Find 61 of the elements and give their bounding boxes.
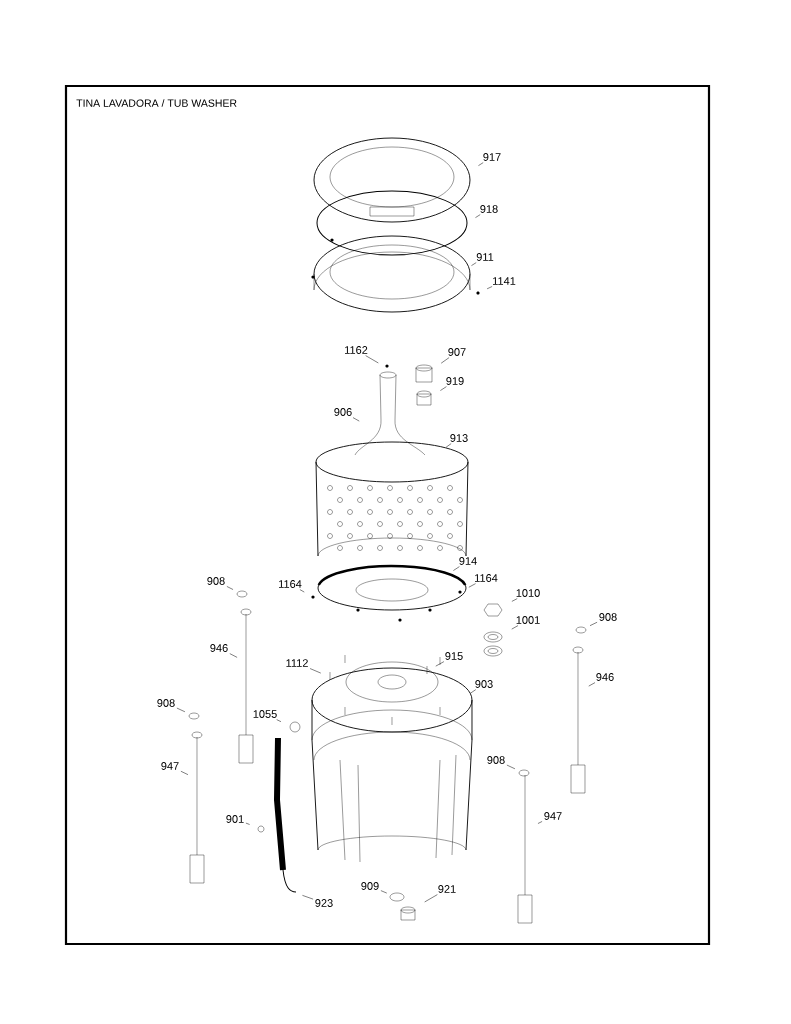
- leader-line: [309, 668, 322, 674]
- callout-number: 907: [448, 348, 466, 356]
- callout-number: 1164: [475, 574, 498, 582]
- callout-number: 909: [361, 882, 379, 890]
- leader-line: [440, 386, 447, 391]
- callout-number: 914: [459, 557, 477, 565]
- callout-number: 906: [334, 408, 352, 416]
- callout-number: 913: [450, 434, 468, 442]
- callout-number: 946: [596, 673, 614, 681]
- callout-number: 921: [438, 885, 456, 893]
- leader-line: [537, 821, 543, 824]
- callout-number: 1055: [253, 710, 277, 718]
- callout-number: 1010: [516, 589, 540, 597]
- leader-line: [380, 890, 388, 894]
- leader-line: [589, 622, 598, 626]
- leader-line: [511, 625, 519, 630]
- callout-number: 903: [475, 680, 493, 688]
- callout-number: 947: [544, 812, 562, 820]
- leader-line: [511, 598, 518, 602]
- leader-line: [180, 771, 189, 775]
- leader-line: [424, 894, 438, 903]
- leader-line: [470, 689, 477, 694]
- leader-line: [453, 566, 460, 571]
- leader-line: [276, 719, 282, 722]
- leader-line: [440, 357, 450, 364]
- leader-line: [302, 895, 314, 900]
- callout-number: 1001: [516, 616, 540, 624]
- callout-number: 946: [210, 644, 228, 652]
- callout-number: 1112: [286, 659, 308, 667]
- callout-number: 947: [161, 762, 179, 770]
- callout-number: 1164: [279, 580, 302, 588]
- leader-line: [486, 286, 493, 290]
- callout-number: 919: [446, 377, 464, 385]
- callout-number: 923: [315, 899, 333, 907]
- leader-line: [229, 653, 238, 658]
- callout-number: 911: [476, 253, 494, 261]
- leader-line: [176, 707, 186, 713]
- callout-number: 915: [445, 652, 463, 660]
- callout-number: 1162: [345, 346, 368, 354]
- callout-number: 908: [487, 756, 505, 764]
- callout-number: 908: [599, 613, 617, 621]
- leader-line: [468, 583, 476, 588]
- title: TINA LAVADORA / TUB WASHER: [76, 99, 237, 107]
- callout-number: 918: [480, 205, 498, 213]
- leader-line: [588, 682, 596, 687]
- leader-line: [475, 214, 481, 218]
- leader-line: [365, 355, 379, 364]
- callout-number: 917: [483, 153, 501, 161]
- callout-number: 908: [207, 577, 225, 585]
- leader-line: [435, 661, 445, 667]
- leader-line: [478, 162, 484, 166]
- callout-number: 908: [157, 699, 175, 707]
- leader-line: [299, 589, 305, 593]
- callout-number: 1141: [493, 277, 516, 285]
- leader-line: [471, 262, 477, 266]
- leader-line: [245, 822, 250, 825]
- leader-line: [445, 443, 452, 448]
- leader-line: [352, 417, 360, 422]
- leader-line: [226, 586, 234, 590]
- leader-line: [506, 764, 516, 770]
- callout-number: 901: [226, 815, 244, 823]
